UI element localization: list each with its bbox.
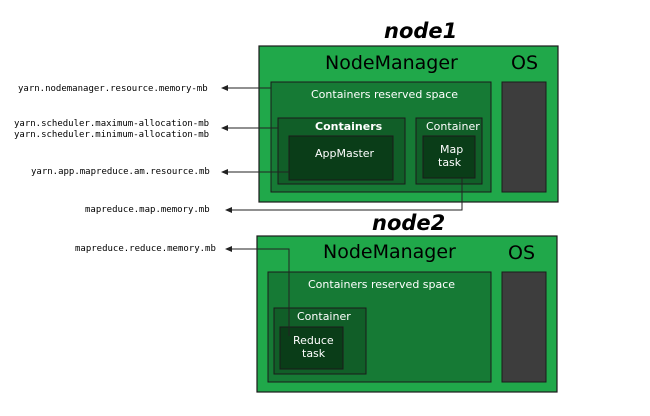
prop-sched-max: yarn.scheduler.maximum-allocation-mb bbox=[14, 119, 209, 129]
node2-reserved-label: Containers reserved space bbox=[308, 278, 455, 291]
node1-os-bar bbox=[501, 81, 547, 193]
prop-reduce-memory: mapreduce.reduce.memory.mb bbox=[75, 244, 216, 254]
node1-os-label: OS bbox=[511, 52, 538, 74]
reduce-task-label-1: Reduce bbox=[293, 334, 334, 347]
node2-os-bar bbox=[501, 271, 547, 383]
arrow-reduce-memory bbox=[225, 246, 290, 336]
node1-containers-label: Containers bbox=[315, 120, 383, 133]
prop-nm-memory: yarn.nodemanager.resource.memory-mb bbox=[18, 84, 208, 94]
node1-nodemanager-label: NodeManager bbox=[325, 52, 458, 74]
node1-container-label: Container bbox=[426, 120, 480, 133]
reduce-task-label-2: task bbox=[302, 347, 326, 360]
node2-title: node2 bbox=[372, 211, 445, 235]
node1-title: node1 bbox=[384, 19, 457, 43]
node2-os-label: OS bbox=[508, 242, 535, 264]
map-task-label-2: task bbox=[438, 156, 462, 169]
node1-reserved-label: Containers reserved space bbox=[311, 88, 458, 101]
prop-sched-min: yarn.scheduler.minimum-allocation-mb bbox=[14, 130, 209, 140]
map-task-label-1: Map bbox=[440, 143, 463, 156]
node2-container-label: Container bbox=[297, 310, 351, 323]
appmaster-box bbox=[288, 135, 394, 181]
prop-am-resource: yarn.app.mapreduce.am.resource.mb bbox=[31, 167, 210, 177]
node2-nodemanager-label: NodeManager bbox=[323, 241, 456, 263]
arrow-map-memory bbox=[225, 178, 463, 213]
map-task-box bbox=[422, 135, 476, 179]
prop-map-memory: mapreduce.map.memory.mb bbox=[85, 205, 210, 215]
reduce-task-box bbox=[279, 326, 344, 370]
appmaster-label: AppMaster bbox=[315, 147, 375, 160]
